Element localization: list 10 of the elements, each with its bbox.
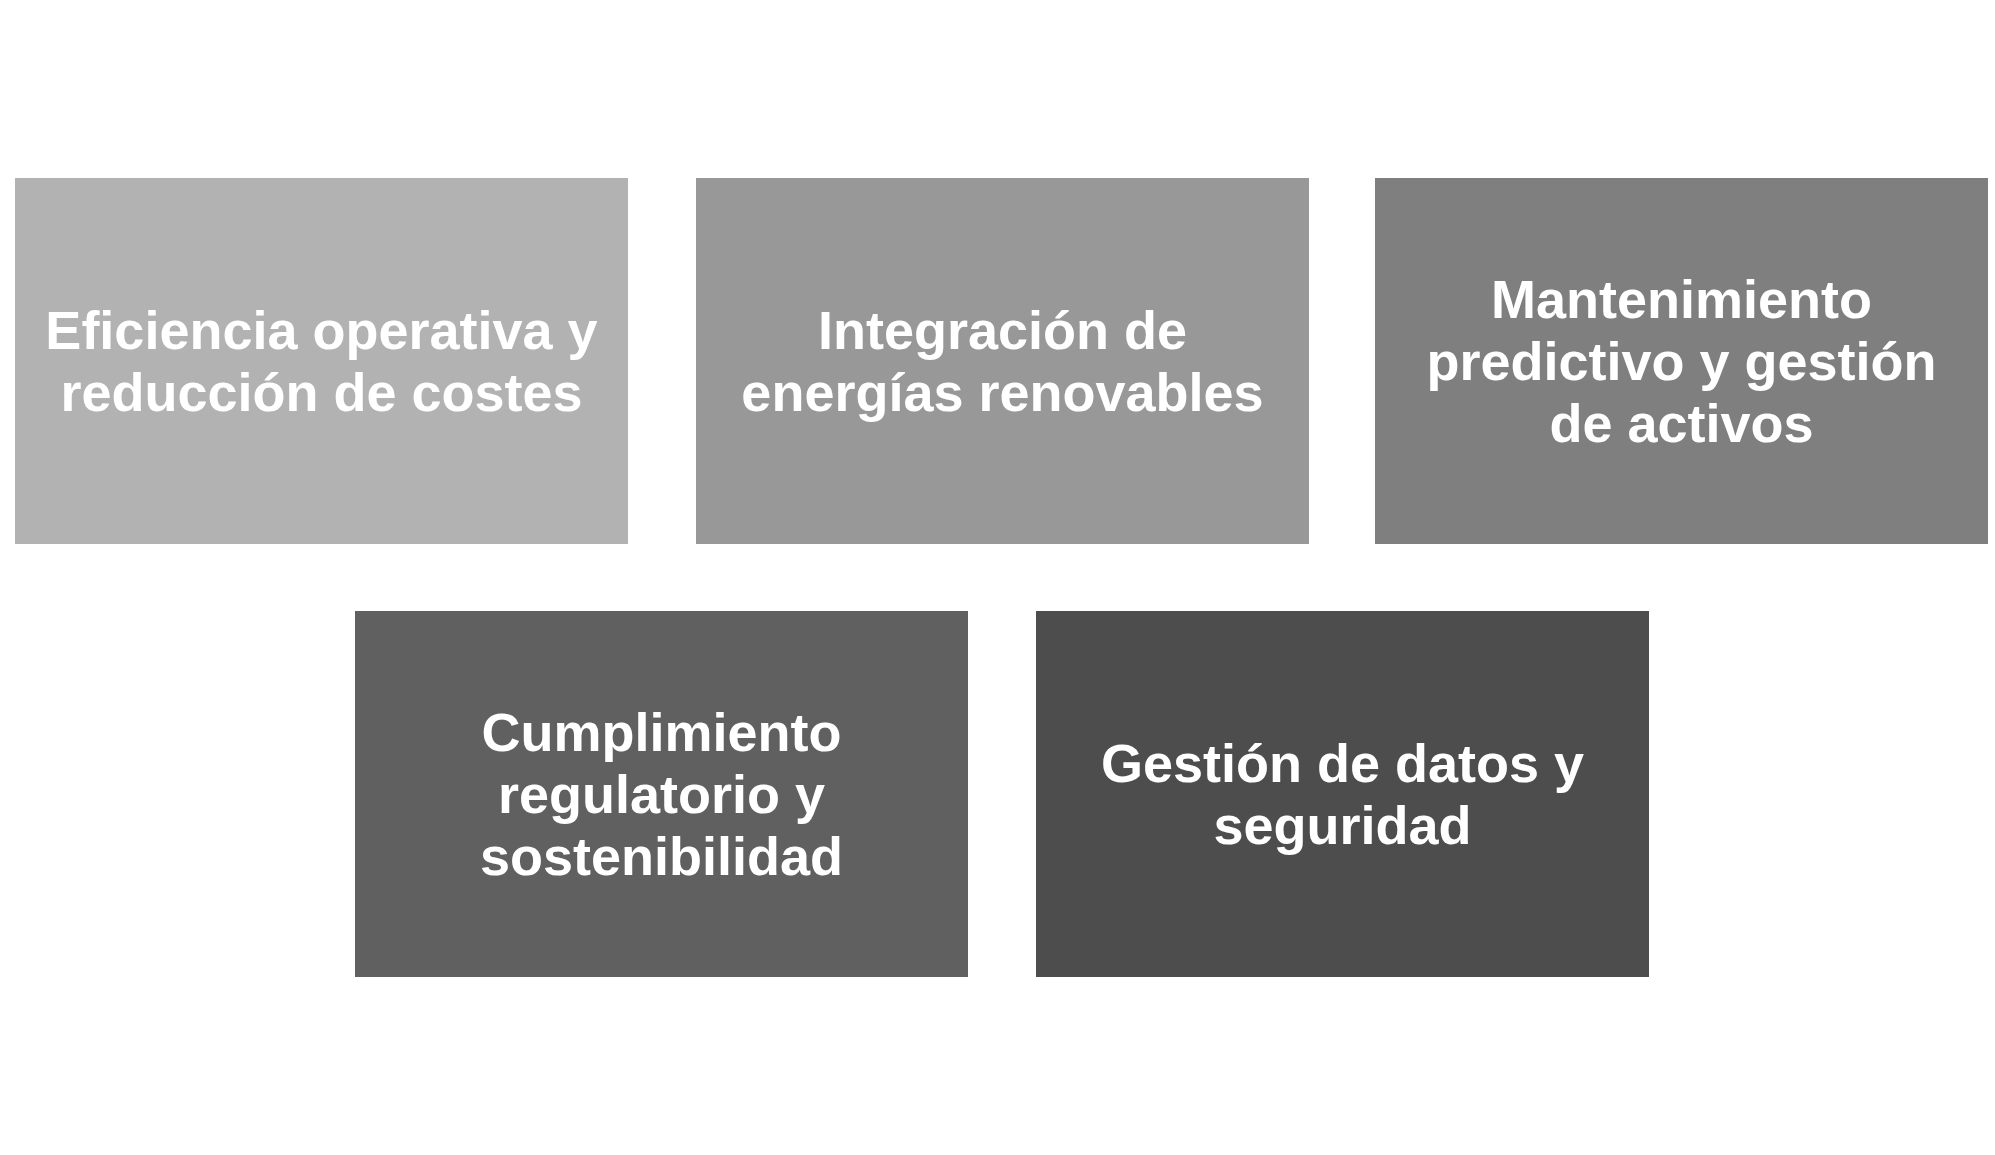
topic-text: Eficiencia operativa y reducción de costes <box>44 299 599 423</box>
topic-box <box>355 611 968 977</box>
topic-text: Cumplimiento regulatorio y sostenibilidad <box>478 701 845 887</box>
topic-text: Mantenimiento predictivo y gestión de activos <box>1425 268 1938 454</box>
topic-text: Integración de energías renovables <box>740 299 1265 423</box>
topic-box <box>15 178 628 544</box>
topic-box <box>1375 178 1988 544</box>
topic-text: Gestión de datos y seguridad <box>1099 732 1586 856</box>
topic-box <box>1036 611 1649 977</box>
topic-box <box>696 178 1309 544</box>
